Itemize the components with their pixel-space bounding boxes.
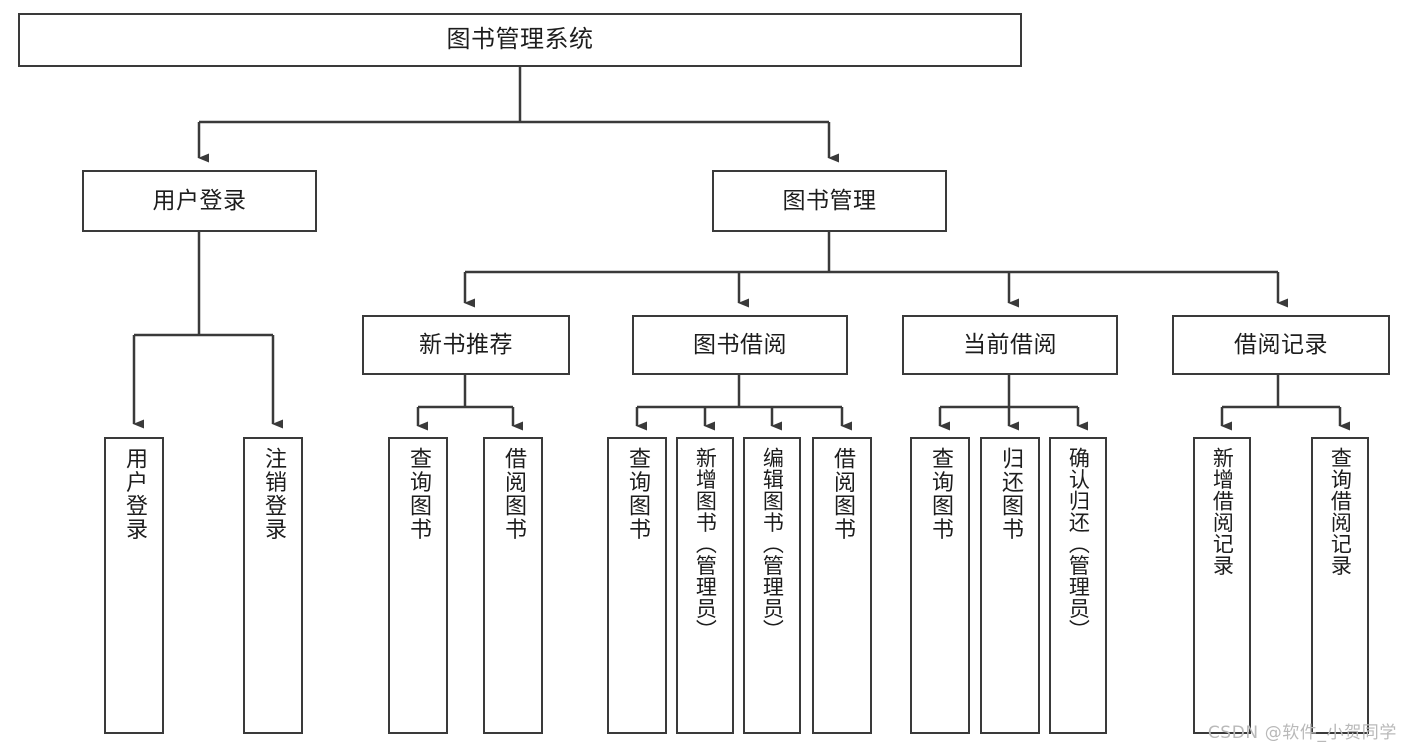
node-label: 新书推荐 — [419, 331, 513, 358]
leaf-return-book[interactable]: 归还图书 — [980, 437, 1040, 734]
node-book-management-system[interactable]: 图书管理系统 — [18, 13, 1022, 67]
node-label: 用户登录 — [152, 187, 247, 214]
node-label: 图书管理 — [782, 187, 877, 214]
node-label: 借阅图书 — [829, 447, 855, 541]
node-user-login[interactable]: 用户登录 — [82, 170, 317, 232]
node-label: 图书管理系统 — [446, 25, 594, 54]
leaf-add-borrow-record[interactable]: 新增借阅记录 — [1193, 437, 1251, 734]
node-book-management[interactable]: 图书管理 — [712, 170, 947, 232]
node-new-book-recommend[interactable]: 新书推荐 — [362, 315, 570, 375]
node-label: 当前借阅 — [963, 331, 1057, 358]
leaf-query-book-current[interactable]: 查询图书 — [910, 437, 970, 734]
node-label: 新增图书（管理员） — [693, 447, 718, 641]
node-label: 图书借阅 — [693, 331, 787, 358]
node-label: 新增借阅记录 — [1210, 447, 1235, 576]
node-label: 借阅记录 — [1234, 331, 1328, 358]
leaf-query-book-recommend[interactable]: 查询图书 — [388, 437, 448, 734]
node-label: 用户登录 — [121, 447, 147, 541]
leaf-borrow-book[interactable]: 借阅图书 — [812, 437, 872, 734]
node-label: 查询借阅记录 — [1328, 447, 1353, 576]
leaf-logout-login[interactable]: 注销登录 — [243, 437, 303, 734]
node-label: 查询图书 — [624, 447, 650, 541]
leaf-edit-book[interactable]: 编辑图书（管理员） — [743, 437, 801, 734]
leaf-confirm-return[interactable]: 确认归还（管理员） — [1049, 437, 1107, 734]
node-label: 借阅图书 — [500, 447, 526, 541]
node-label: 确认归还（管理员） — [1066, 447, 1091, 641]
node-label: 注销登录 — [260, 447, 286, 541]
node-current-borrow[interactable]: 当前借阅 — [902, 315, 1118, 375]
node-label: 查询图书 — [405, 447, 431, 541]
leaf-borrow-book-recommend[interactable]: 借阅图书 — [483, 437, 543, 734]
leaf-query-borrow-record[interactable]: 查询借阅记录 — [1311, 437, 1369, 734]
leaf-user-login[interactable]: 用户登录 — [104, 437, 164, 734]
node-label: 编辑图书（管理员） — [760, 447, 785, 641]
node-label: 查询图书 — [927, 447, 953, 541]
node-borrow-record[interactable]: 借阅记录 — [1172, 315, 1390, 375]
node-book-borrow[interactable]: 图书借阅 — [632, 315, 848, 375]
watermark-text: CSDN @软件_小贺同学 — [1207, 723, 1397, 743]
leaf-query-book-borrow[interactable]: 查询图书 — [607, 437, 667, 734]
node-label: 归还图书 — [997, 447, 1023, 541]
leaf-add-book[interactable]: 新增图书（管理员） — [676, 437, 734, 734]
